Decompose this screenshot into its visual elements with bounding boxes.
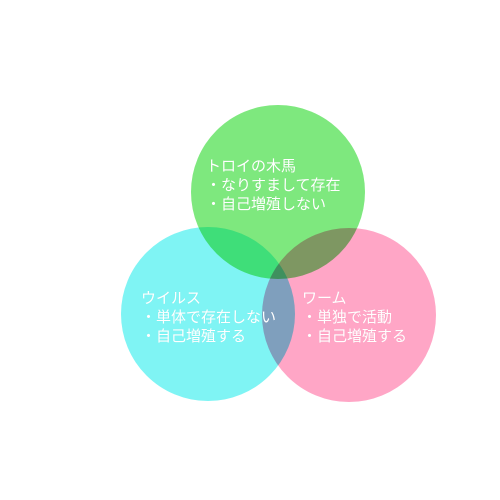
worm-title: ワーム	[302, 289, 347, 307]
trojan-item-1: ・なりすまして存在	[206, 176, 341, 194]
trojan-title: トロイの木馬	[206, 157, 297, 175]
worm-item-1: ・単独で活動	[302, 308, 393, 326]
virus-title: ウイルス	[141, 289, 202, 307]
trojan-label: トロイの木馬 ・なりすまして存在 ・自己増殖しない	[206, 157, 341, 214]
worm-label: ワーム ・単独で活動 ・自己増殖する	[302, 289, 407, 346]
virus-label: ウイルス ・単体で存在しない ・自己増殖する	[141, 289, 276, 346]
virus-circle	[121, 227, 295, 401]
worm-circle	[262, 228, 436, 402]
virus-item-2: ・自己増殖する	[141, 327, 247, 345]
worm-item-2: ・自己増殖する	[302, 327, 408, 345]
trojan-item-2: ・自己増殖しない	[206, 195, 327, 213]
virus-item-1: ・単体で存在しない	[141, 308, 277, 326]
